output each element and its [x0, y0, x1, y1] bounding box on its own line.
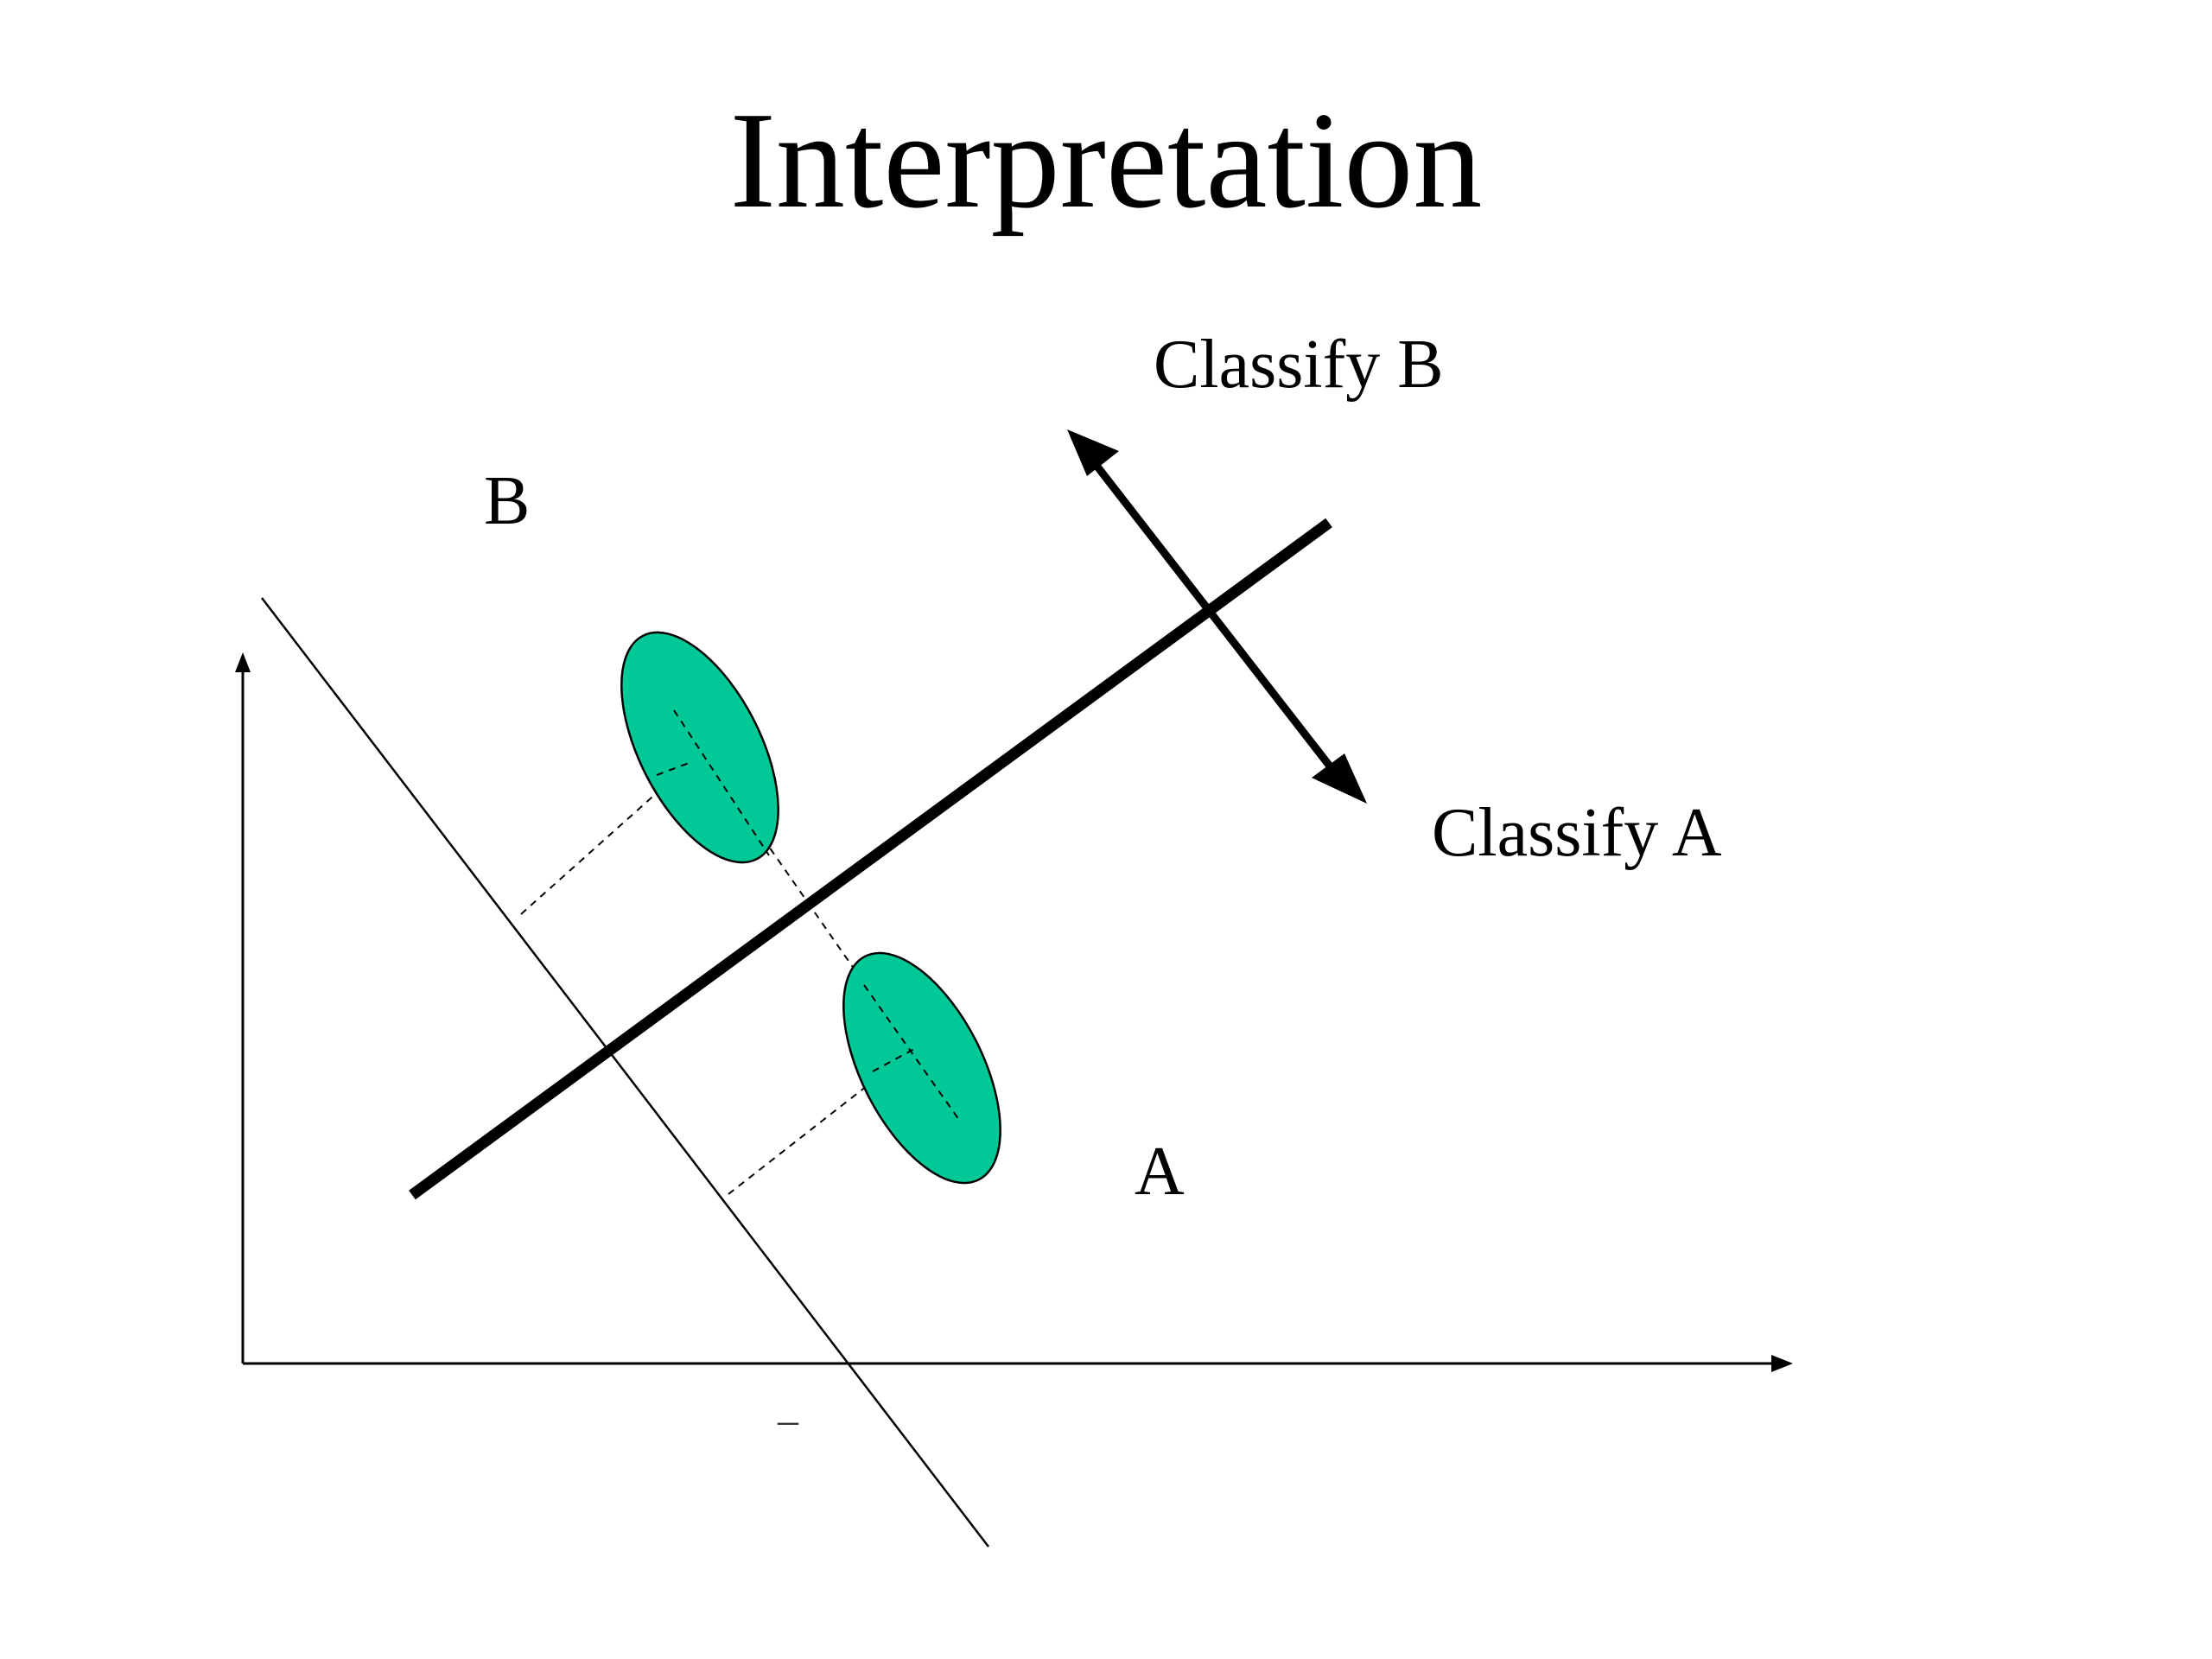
classify-b-label: Classify B — [1154, 327, 1444, 403]
classify-direction-arrow — [1094, 464, 1334, 770]
classify-a-arrowhead-icon — [1312, 753, 1367, 804]
cluster-a-ellipse — [842, 951, 1001, 1185]
minus-mark: – — [778, 1397, 798, 1443]
cluster-b-ellipse — [620, 631, 779, 864]
y-axis-arrow-icon — [235, 652, 251, 672]
cluster-a-projection-dash — [872, 1048, 915, 1072]
decision-boundary — [409, 518, 1332, 1200]
classify-a-label: Classify A — [1432, 795, 1722, 871]
slide-title: Interpretation — [729, 83, 1483, 237]
cluster-a-axis-dash — [863, 984, 960, 1121]
classify-b-arrowhead-icon — [1067, 429, 1119, 476]
cluster-b-axis-dash — [673, 709, 770, 856]
x-axis-arrow-icon — [1771, 1355, 1793, 1372]
cluster-b-projection-dash — [656, 761, 692, 776]
projection-line — [261, 597, 989, 1548]
class-a-label: A — [1135, 1134, 1185, 1210]
class-b-label: B — [484, 463, 531, 539]
